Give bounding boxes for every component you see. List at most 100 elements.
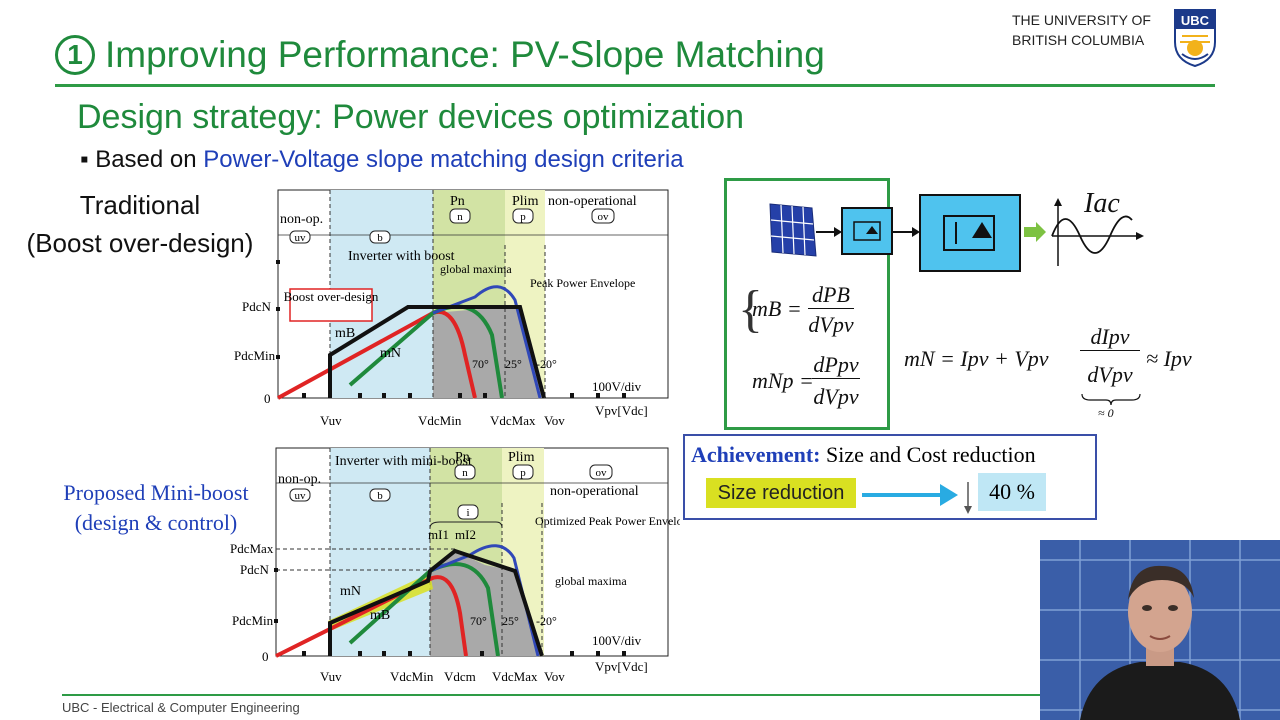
tag-n: n xyxy=(457,211,463,223)
presenter-video-frame xyxy=(1040,540,1280,720)
b-x-label-vov: Vov xyxy=(544,669,565,684)
bottom-region-boost-label: Inverter with mini-boost xyxy=(335,454,472,469)
y-label-zero: 0 xyxy=(264,391,271,406)
b-y-label-zero: 0 xyxy=(262,649,269,664)
top-region-nonoperational: non-operational xyxy=(548,194,637,209)
mb-eq-lhs: mB = xyxy=(752,296,802,321)
b-x-label-vdcmax: VdcMax xyxy=(492,669,538,684)
y-label-pdcn: PdcN xyxy=(242,299,272,314)
tag-uv: uv xyxy=(295,232,307,244)
top-region-nonop: non-op. xyxy=(280,212,323,227)
x-label-vov: Vov xyxy=(544,413,565,428)
mn-eq-lhs: mN = Ipv + Vpv xyxy=(904,346,1049,371)
b-y-label-pdcn: PdcN xyxy=(240,562,270,577)
tag-p: p xyxy=(520,211,526,223)
temp-25-label: 25° xyxy=(505,357,522,371)
percent-reduction: 40 % xyxy=(978,473,1046,511)
mnp-eq-num: dPpv xyxy=(812,352,860,379)
traditional-line-1: Traditional xyxy=(79,190,201,220)
b-y-label-pdcmin: PdcMin xyxy=(232,613,274,628)
b-temp-70-label: 70° xyxy=(470,614,487,628)
x-label-vuv: Vuv xyxy=(320,413,342,428)
tag-b: b xyxy=(377,232,383,244)
mn-eq-num: dIpv xyxy=(1080,324,1140,351)
top-pv-chart: non-op. Inverter with boost Pn Plim non-… xyxy=(234,189,669,428)
inverter-icon xyxy=(919,194,1021,272)
mnp-eq-lhs: mNp = xyxy=(752,368,814,393)
mnp-eq-den: dVpv xyxy=(813,384,859,409)
bottom-region-nonoperational: non-operational xyxy=(550,484,639,499)
presenter-video xyxy=(1040,540,1280,720)
mn-label: mN xyxy=(380,346,401,361)
top-region-boost-label: Inverter with boost xyxy=(348,249,455,264)
achievement-box xyxy=(683,434,1097,520)
top-region-plim: Plim xyxy=(512,194,539,209)
slide-title: Improving Performance: PV-Slope Matching xyxy=(105,34,825,75)
y-label-pdcmin: PdcMin xyxy=(234,348,276,363)
temp-neg20-label: -20° xyxy=(536,357,557,371)
global-maxima-label: global maxima xyxy=(440,262,512,276)
title-divider xyxy=(55,84,1215,87)
b-temp-25-label: 25° xyxy=(502,614,519,628)
top-region-pn: Pn xyxy=(450,194,465,209)
btag-uv: uv xyxy=(295,490,307,502)
proposed-line-2: (design & control) xyxy=(74,510,238,535)
b-temp-neg20-label: -20° xyxy=(536,614,557,628)
bullet-square-icon: ▪ xyxy=(80,146,96,173)
mi2-label: mI2 xyxy=(455,527,476,542)
mn-eq-den: dVpv xyxy=(1087,362,1133,387)
output-arrow-icon xyxy=(1024,222,1046,242)
solar-panel-icon xyxy=(769,203,817,257)
underbrace-icon xyxy=(1081,393,1141,406)
footer-divider xyxy=(62,694,1040,696)
footer-text: UBC - Electrical & Computer Engineering xyxy=(62,700,300,715)
boost-overdesign-label: Boost over-design xyxy=(284,289,379,304)
bottom-region-pn: Pn xyxy=(455,450,470,465)
b-global-maxima-label: global maxima xyxy=(555,574,627,588)
b-x-axis-label: Vpv[Vdc] xyxy=(595,659,648,674)
traditional-label: Traditional (Boost over-design) xyxy=(14,186,266,262)
slide-title-row: 1 Improving Performance: PV-Slope Matchi… xyxy=(55,34,825,76)
proposed-label: Proposed Mini-boost (design & control) xyxy=(40,478,272,538)
mb-eq-num: dPB xyxy=(808,282,854,309)
x-label-vdcmax: VdcMax xyxy=(490,413,536,428)
b-y-label-pdcmax: PdcMax xyxy=(230,541,274,556)
traditional-line-2: (Boost over-design) xyxy=(26,228,254,258)
bottom-region-plim: Plim xyxy=(508,450,535,465)
btag-ov: ov xyxy=(596,467,608,479)
achievement-title: Achievement: Size and Cost reduction xyxy=(691,442,1036,468)
btag-n: n xyxy=(462,467,468,479)
slide-number-badge: 1 xyxy=(55,35,95,75)
b-mb-label: mB xyxy=(370,608,390,623)
iac-label: Iac xyxy=(1084,188,1120,219)
subtitle: Design strategy: Power devices optimizat… xyxy=(77,98,745,136)
bottom-region-nonop: non-op. xyxy=(278,472,321,487)
optimized-envelope-label: Optimized Peak Power Envelope xyxy=(535,514,680,528)
bullet-prefix: Based on xyxy=(95,146,204,173)
approx-zero-label: ≈ 0 xyxy=(1098,406,1114,420)
brace-icon: { xyxy=(738,281,763,338)
b-x-label-vdcmin: VdcMin xyxy=(390,669,434,684)
ac-waveform-icon xyxy=(1051,198,1144,266)
mi1-label: mI1 xyxy=(428,527,449,542)
x-label-vdcmin: VdcMin xyxy=(418,413,462,428)
b-mn-label: mN xyxy=(340,584,361,599)
mn-eq-rhs: ≈ Ipv xyxy=(1146,346,1192,371)
tag-ov: ov xyxy=(598,211,610,223)
mb-label: mB xyxy=(335,326,355,341)
b-div-label: 100V/div xyxy=(592,633,642,648)
bottom-pv-chart: non-op. Inverter with mini-boost Pn Plim… xyxy=(230,447,680,684)
btag-b: b xyxy=(377,490,383,502)
b-x-label-vdcm: Vdcm xyxy=(444,669,476,684)
temp-70-label: 70° xyxy=(472,357,489,371)
university-name: THE UNIVERSITY OF BRITISH COLUMBIA xyxy=(1012,10,1151,50)
proposed-line-1: Proposed Mini-boost xyxy=(63,480,249,505)
size-reduction-badge: Size reduction xyxy=(706,478,856,508)
university-line-2: BRITISH COLUMBIA xyxy=(1012,32,1145,48)
logo-text: UBC xyxy=(1181,13,1210,28)
btag-i: i xyxy=(466,507,469,519)
system-diagram xyxy=(769,194,1144,272)
peak-power-envelope-label: Peak Power Envelope xyxy=(530,276,635,290)
equation-box xyxy=(724,178,890,430)
ubc-logo-icon: UBC xyxy=(1174,9,1216,68)
